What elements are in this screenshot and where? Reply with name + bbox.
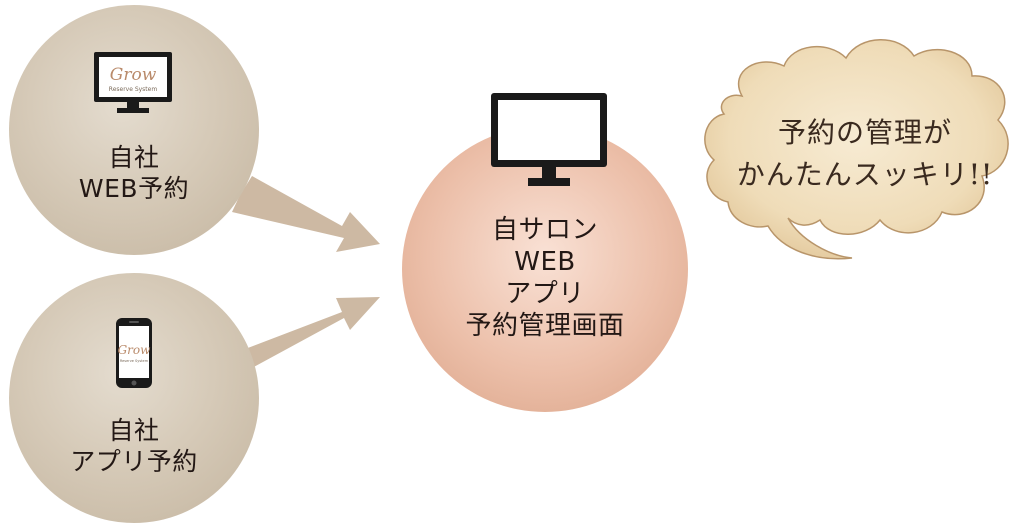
label-line: 自社: [108, 416, 160, 445]
desktop-monitor-icon: Grow Reserve System: [94, 52, 172, 113]
app-reservation-node: Grow Reserve System 自社 アプリ予約: [9, 273, 259, 523]
speech-bubble-text: 予約の管理が かんたんスッキリ!!: [730, 112, 1000, 196]
label-line: WEB予約: [78, 174, 190, 203]
arrow-right-icon: [232, 297, 380, 370]
bubble-line: かんたんスッキリ!!: [736, 158, 994, 191]
smartphone-icon: Grow Reserve System: [116, 318, 152, 388]
arrow-right-icon: [232, 176, 380, 252]
desktop-monitor-icon: [491, 93, 607, 186]
salon-manager-label: 自サロン WEB アプリ 予約管理画面: [402, 214, 688, 342]
logo-wordmark: Grow: [110, 65, 157, 85]
bubble-line: 予約の管理が: [777, 116, 952, 149]
logo-wordmark: Grow: [118, 343, 152, 357]
web-reservation-label: 自社 WEB予約: [9, 142, 259, 204]
label-line: アプリ: [505, 279, 585, 309]
label-line: アプリ予約: [70, 447, 198, 476]
salon-manager-node: 自サロン WEB アプリ 予約管理画面: [402, 126, 688, 412]
web-reservation-node: Grow Reserve System 自社 WEB予約: [9, 5, 259, 255]
app-reservation-label: 自社 アプリ予約: [9, 415, 259, 477]
logo-tagline: Reserve System: [120, 359, 149, 363]
label-line: WEB: [514, 247, 576, 277]
label-line: 自社: [108, 143, 160, 172]
logo-tagline: Reserve System: [109, 86, 158, 93]
label-line: 予約管理画面: [465, 311, 625, 341]
label-line: 自サロン: [491, 215, 598, 245]
